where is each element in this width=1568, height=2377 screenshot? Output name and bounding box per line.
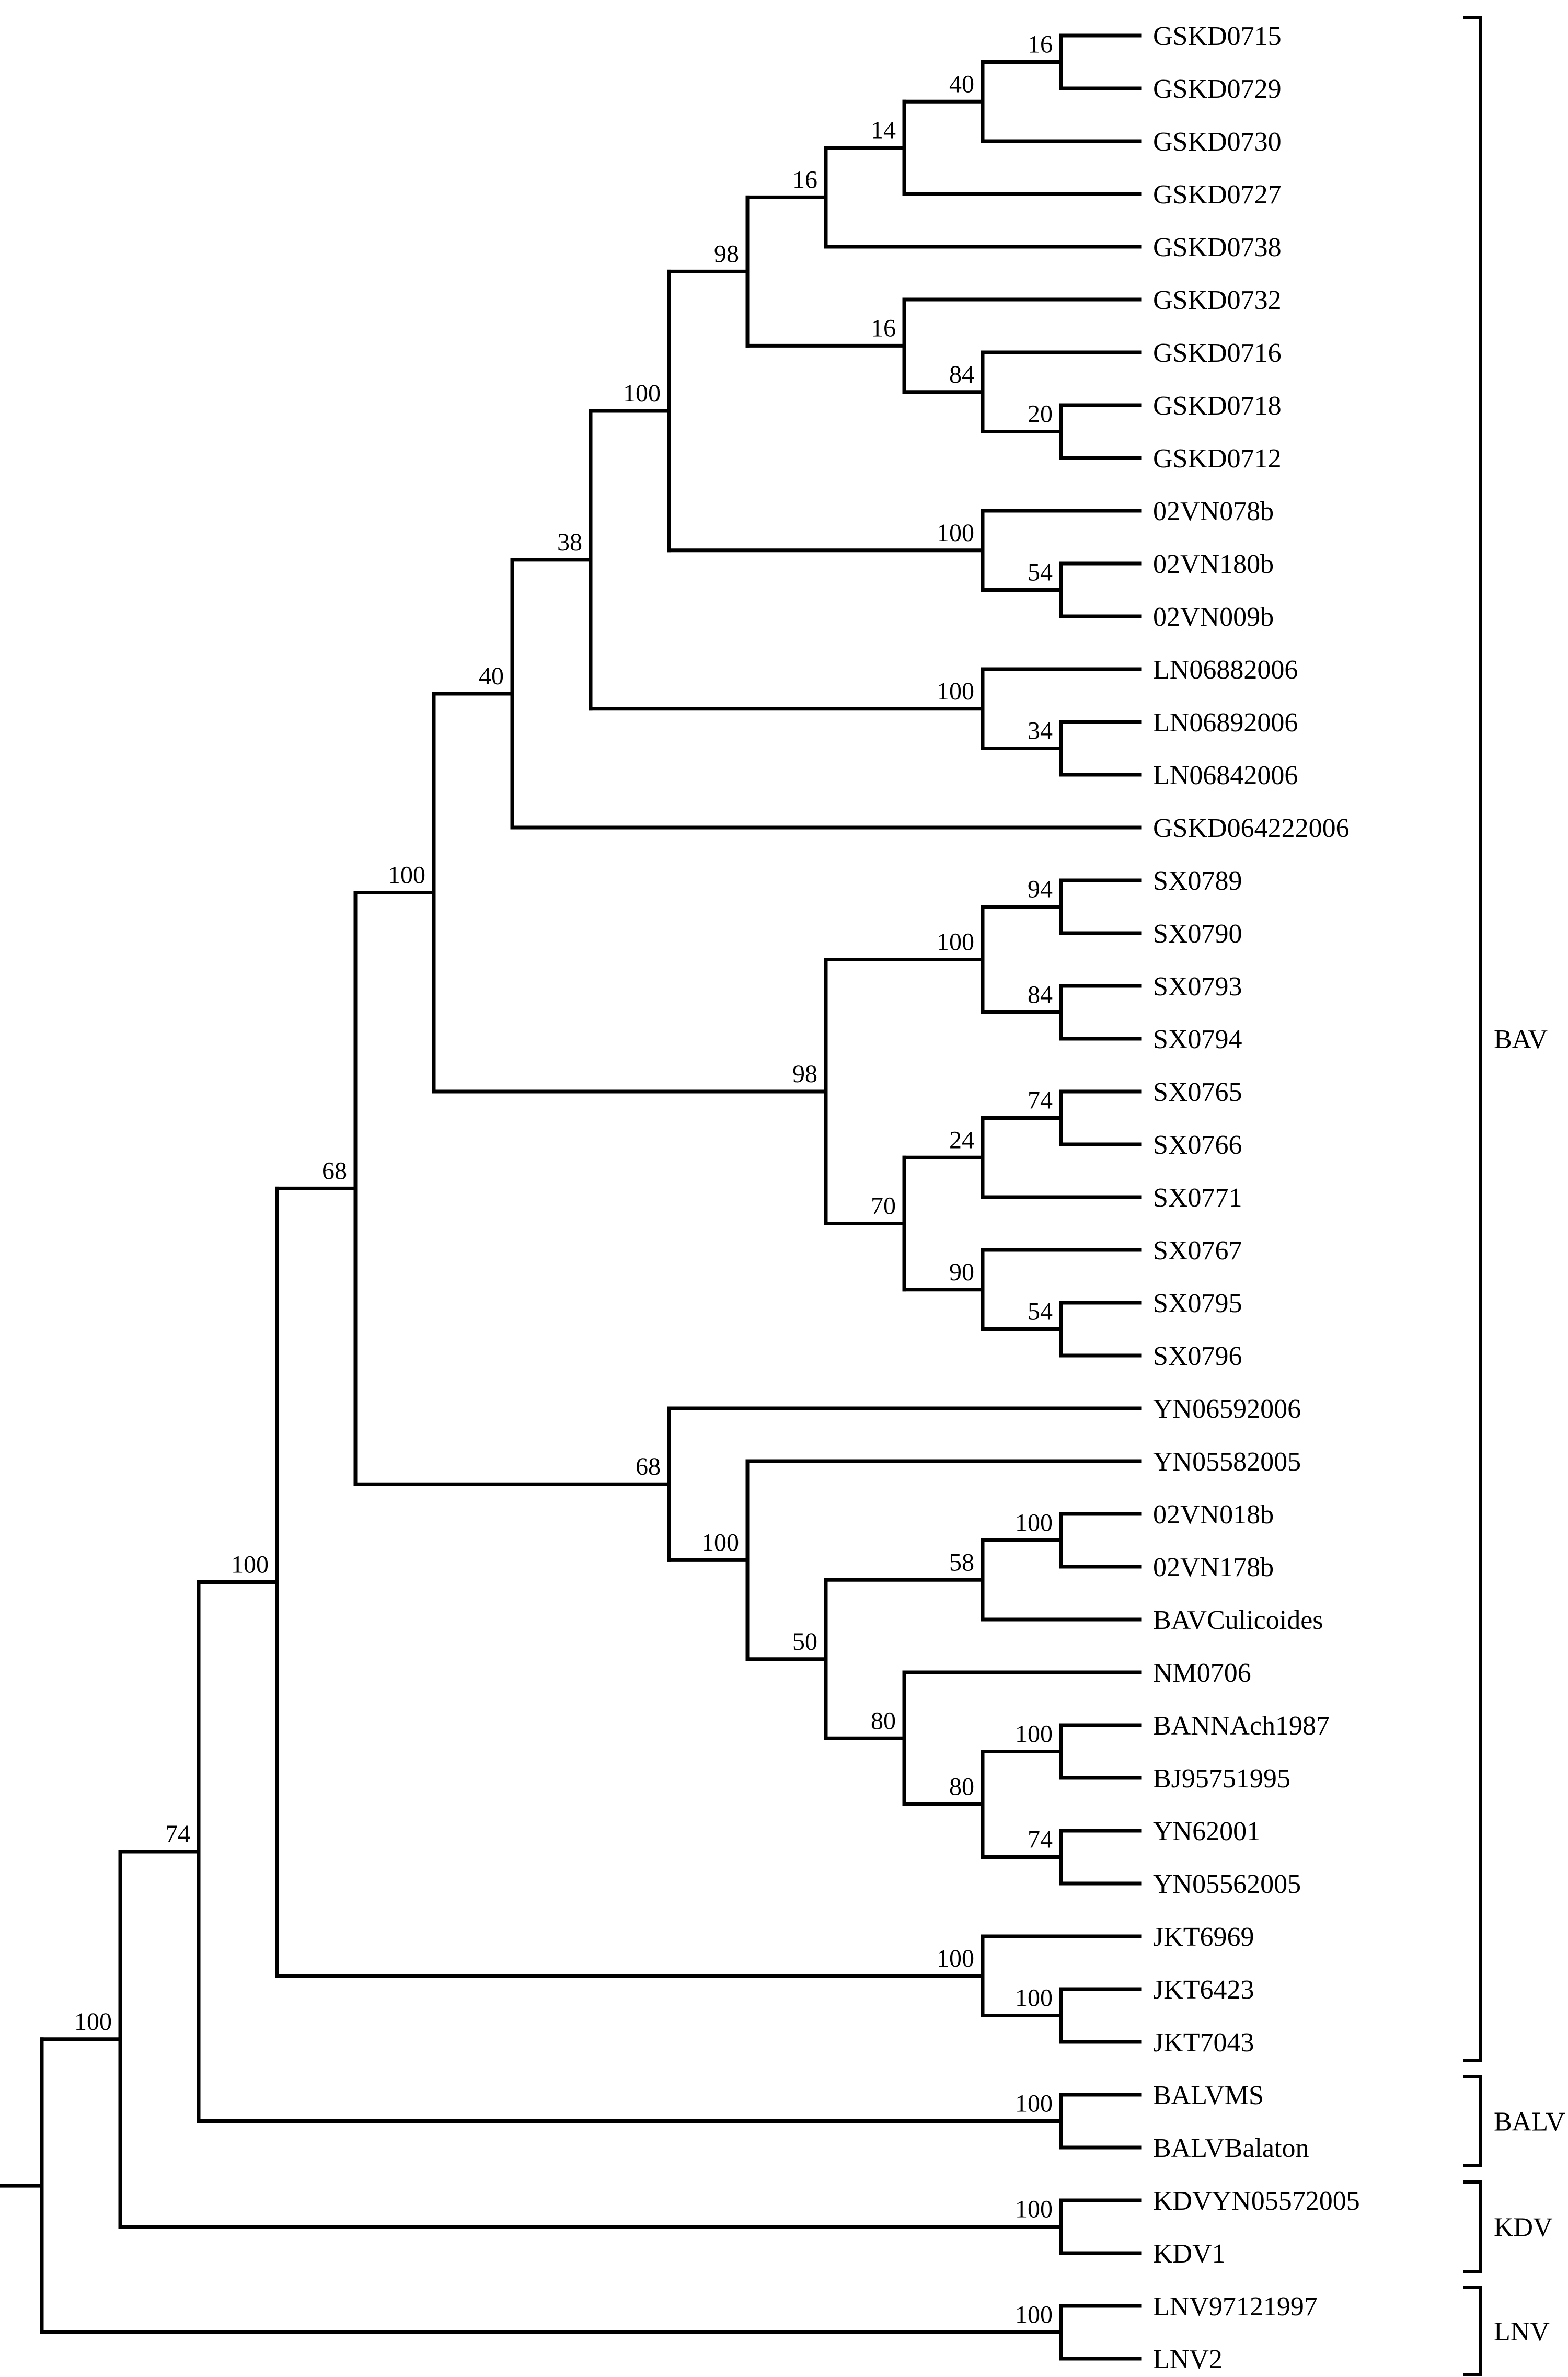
- bootstrap-value: 100: [388, 861, 425, 889]
- taxon-label: SX0771: [1153, 1183, 1242, 1213]
- bootstrap-value: 80: [871, 1707, 896, 1735]
- taxon-label: SX0789: [1153, 866, 1242, 896]
- clade-label: KDV: [1494, 2213, 1553, 2243]
- bootstrap-value: 90: [949, 1258, 974, 1286]
- bootstrap-value: 54: [1028, 559, 1053, 587]
- bootstrap-value: 70: [871, 1192, 896, 1220]
- bootstrap-value: 58: [949, 1548, 974, 1576]
- taxon-label: LNV2: [1153, 2345, 1223, 2374]
- taxon-label: LN06882006: [1153, 655, 1298, 685]
- taxon-label: GSKD0712: [1153, 444, 1282, 474]
- taxon-label: BJ95751995: [1153, 1764, 1290, 1794]
- taxon-label: SX0795: [1153, 1289, 1242, 1318]
- taxon-label: 02VN078b: [1153, 497, 1274, 526]
- bootstrap-value: 100: [701, 1529, 739, 1556]
- clade-label: LNV: [1494, 2317, 1550, 2347]
- bootstrap-value: 54: [1028, 1298, 1053, 1326]
- taxon-label: BALVBalaton: [1153, 2133, 1309, 2163]
- taxon-label: GSKD0727: [1153, 180, 1282, 210]
- bootstrap-value: 74: [165, 1820, 190, 1848]
- bootstrap-value: 74: [1028, 1826, 1053, 1854]
- taxon-label: GSKD0732: [1153, 285, 1282, 315]
- taxon-label: GSKD0715: [1153, 21, 1282, 51]
- taxon-label: GSKD0730: [1153, 127, 1282, 157]
- taxon-label: YN05562005: [1153, 1869, 1301, 1899]
- bootstrap-value: 100: [937, 677, 974, 705]
- clade-label: BAV: [1494, 1025, 1548, 1054]
- taxon-label: SX0793: [1153, 972, 1242, 1002]
- bootstrap-value: 100: [1015, 1984, 1053, 2012]
- bootstrap-value: 84: [949, 361, 974, 388]
- taxon-label: JKT7043: [1153, 2028, 1254, 2058]
- bootstrap-value: 16: [792, 166, 817, 193]
- taxon-label: YN62001: [1153, 1817, 1260, 1846]
- bootstrap-value: 94: [1028, 876, 1053, 903]
- taxon-label: SX0766: [1153, 1130, 1242, 1160]
- taxon-label: LN06892006: [1153, 708, 1298, 738]
- taxon-label: KDV1: [1153, 2239, 1226, 2269]
- taxon-label: KDVYN05572005: [1153, 2186, 1360, 2216]
- bootstrap-value: 100: [937, 1945, 974, 1972]
- bootstrap-value: 100: [937, 928, 974, 956]
- bootstrap-value: 84: [1028, 981, 1053, 1009]
- bootstrap-value: 16: [871, 314, 896, 342]
- taxon-label: SX0767: [1153, 1236, 1242, 1266]
- bootstrap-value: 24: [949, 1126, 974, 1154]
- taxon-label: JKT6969: [1153, 1922, 1254, 1952]
- taxon-label: GSKD0729: [1153, 74, 1282, 104]
- taxon-label: BAVCulicoides: [1153, 1605, 1323, 1635]
- taxon-label: YN06592006: [1153, 1394, 1301, 1424]
- bootstrap-value: 34: [1028, 717, 1053, 745]
- taxon-label: 02VN178b: [1153, 1553, 1274, 1582]
- bootstrap-value: 68: [636, 1453, 661, 1480]
- taxon-label: GSKD0716: [1153, 338, 1282, 368]
- taxon-label: SX0796: [1153, 1341, 1242, 1371]
- bootstrap-value: 100: [231, 1551, 269, 1579]
- bootstrap-value: 100: [1015, 2090, 1053, 2118]
- bootstrap-value: 50: [792, 1628, 817, 1656]
- taxon-label: GSKD064222006: [1153, 813, 1350, 843]
- taxon-label: SX0765: [1153, 1077, 1242, 1107]
- bootstrap-value: 100: [1015, 2301, 1053, 2329]
- bootstrap-value: 100: [1015, 2196, 1053, 2223]
- clade-label: BALV: [1494, 2107, 1565, 2137]
- taxon-label: JKT6423: [1153, 1975, 1254, 2005]
- taxon-label: 02VN009b: [1153, 602, 1274, 632]
- taxon-label: GSKD0718: [1153, 391, 1282, 421]
- bootstrap-value: 40: [479, 662, 504, 690]
- taxon-label: LNV97121997: [1153, 2292, 1318, 2322]
- taxon-label: SX0794: [1153, 1025, 1242, 1054]
- bootstrap-value: 100: [1015, 1720, 1053, 1748]
- bootstrap-value: 100: [623, 380, 661, 407]
- taxon-label: LN06842006: [1153, 761, 1298, 790]
- taxon-label: SX0790: [1153, 919, 1242, 949]
- bootstrap-value: 80: [949, 1773, 974, 1801]
- taxon-label: 02VN180b: [1153, 549, 1274, 579]
- bootstrap-value: 100: [937, 519, 974, 547]
- bootstrap-value: 100: [74, 2008, 112, 2036]
- taxon-label: BALVMS: [1153, 2081, 1264, 2110]
- bootstrap-value: 98: [714, 240, 739, 268]
- bootstrap-value: 20: [1028, 400, 1053, 428]
- bootstrap-value: 40: [949, 70, 974, 98]
- bootstrap-value: 100: [1015, 1509, 1053, 1537]
- bootstrap-value: 68: [322, 1157, 347, 1185]
- taxon-label: GSKD0738: [1153, 233, 1282, 262]
- bootstrap-value: 98: [792, 1060, 817, 1088]
- bootstrap-value: 74: [1028, 1087, 1053, 1115]
- bootstrap-value: 38: [557, 529, 582, 556]
- taxon-label: NM0706: [1153, 1658, 1251, 1688]
- bootstrap-value: 14: [871, 117, 896, 144]
- bootstrap-value: 16: [1028, 31, 1053, 59]
- taxon-label: YN05582005: [1153, 1447, 1301, 1477]
- taxon-label: BANNAch1987: [1153, 1711, 1330, 1741]
- taxon-label: 02VN018b: [1153, 1500, 1274, 1530]
